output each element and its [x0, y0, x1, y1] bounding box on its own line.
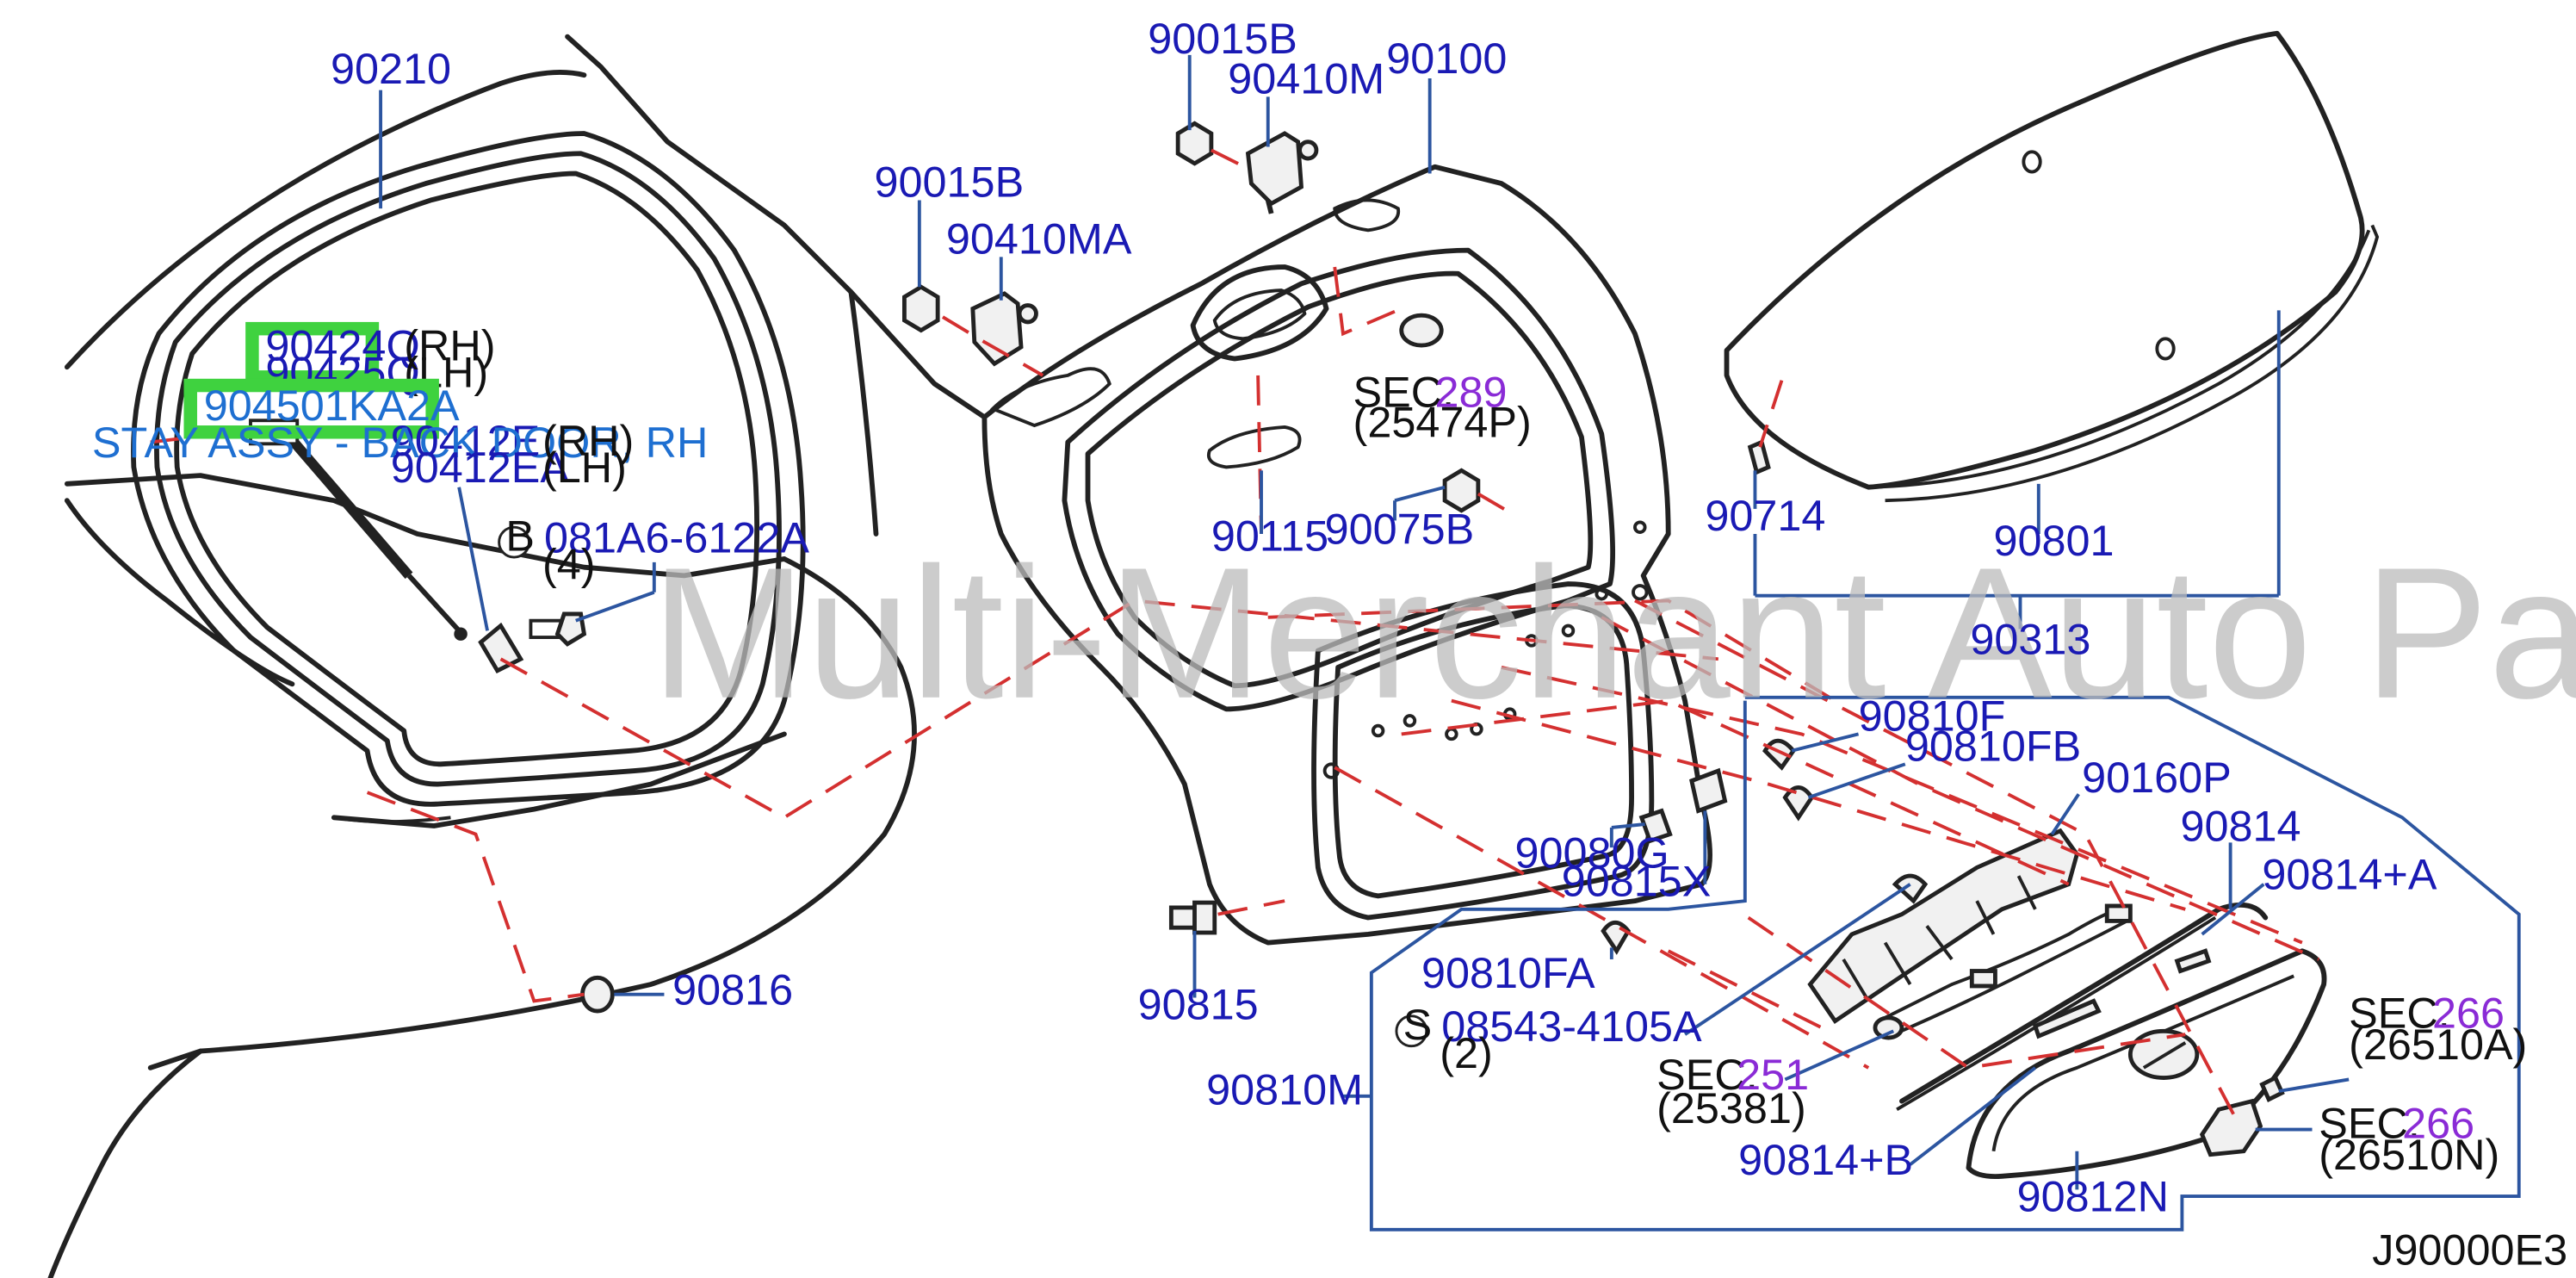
sec-251-word: SEC.: [1656, 1050, 1758, 1099]
label-90424q[interactable]: 90424Q: [265, 320, 419, 369]
garnish-assy-drawing: [1807, 828, 2327, 1180]
bolt-letter: B: [505, 511, 535, 560]
nut-90015b-top[interactable]: [1175, 121, 1214, 166]
label-904501ka2a[interactable]: 904501KA2A: [204, 381, 460, 430]
hinge-90410m[interactable]: [1245, 131, 1319, 214]
label-stay-assy-back-door-rh[interactable]: STAY ASSY - BACK DOOR, RH: [92, 418, 708, 467]
grommet-25474p[interactable]: [1399, 313, 1444, 348]
clip-90810fa[interactable]: [1601, 920, 1632, 955]
nut-90015b-left[interactable]: [901, 284, 940, 333]
label-90814[interactable]: 90814: [2180, 801, 2300, 850]
sec-289-word: SEC.: [1353, 368, 1455, 417]
assembly-dash-lines: [150, 148, 2320, 1119]
label-90815[interactable]: 90815: [1138, 980, 1259, 1029]
label-90210[interactable]: 90210: [331, 44, 451, 93]
sec-266a-word: SEC.: [2349, 988, 2450, 1037]
diagram-code: J90000E3: [2372, 1225, 2567, 1275]
sec-289-number[interactable]: 289: [1434, 368, 1507, 417]
leader-lines: [379, 54, 2521, 1231]
label-90410m[interactable]: 90410M: [1228, 53, 1384, 102]
label-08543-4105a[interactable]: 08543-4105A: [1441, 1002, 1702, 1051]
sec-266b-number[interactable]: 266: [2402, 1098, 2474, 1147]
label-90814b[interactable]: 90814+B: [1738, 1135, 1913, 1184]
screw-qty: (2): [1440, 1028, 1493, 1077]
label-90410ma[interactable]: 90410MA: [946, 214, 1132, 263]
watermark: Multi-Merchant Auto Partstore: [651, 529, 2576, 737]
label-90810fa[interactable]: 90810FA: [1421, 948, 1595, 997]
screw-letter: S: [1403, 1000, 1433, 1049]
label-90814a[interactable]: 90814+A: [2262, 850, 2437, 899]
label-90100[interactable]: 90100: [1386, 34, 1507, 83]
clip-90080g[interactable]: [1638, 808, 1673, 844]
highlight-box-904501ka2a: [183, 378, 439, 439]
sec-251-ref: (25381): [1656, 1083, 1806, 1132]
hinge-90410ma[interactable]: [970, 291, 1038, 367]
label-90080g[interactable]: 90080G: [1514, 828, 1669, 877]
label-90412ea[interactable]: 90412EA: [391, 443, 570, 492]
screw-08543-4105a[interactable]: [1892, 873, 1929, 904]
label-90015b-left[interactable]: 90015B: [875, 158, 1025, 207]
clip-90810f[interactable]: [1762, 738, 1797, 771]
label-90015b-top[interactable]: 90015B: [1148, 14, 1297, 63]
screw-marker-s: [1395, 1014, 1428, 1048]
side-lh-2: (LH): [542, 443, 627, 492]
label-90714[interactable]: 90714: [1705, 491, 1825, 540]
label-90812n[interactable]: 90812N: [2017, 1172, 2169, 1221]
body-opening-drawing: [47, 34, 988, 1278]
label-90816[interactable]: 90816: [672, 965, 793, 1014]
nut-90075b[interactable]: [1442, 468, 1481, 513]
side-rh-2: (RH): [542, 416, 634, 465]
sec-251-number[interactable]: 251: [1737, 1050, 1809, 1099]
door-holes: [1322, 520, 1649, 779]
label-90815x[interactable]: 90815X: [1562, 856, 1712, 905]
label-90313[interactable]: 90313: [1970, 614, 2090, 663]
glass-spacer-90714[interactable]: [1747, 439, 1771, 475]
side-rh: (RH): [404, 320, 495, 369]
label-90810m[interactable]: 90810M: [1206, 1065, 1363, 1114]
label-90160p[interactable]: 90160P: [2082, 753, 2232, 802]
bolt-qty: (4): [542, 539, 596, 588]
sec-266a-ref: (26510A): [2349, 1020, 2527, 1069]
label-90810f[interactable]: 90810F: [1859, 692, 2006, 741]
label-90075b[interactable]: 90075B: [1325, 505, 1475, 554]
bolt-081a6-6122a[interactable]: [529, 611, 587, 647]
sec-266b-ref: (26510N): [2319, 1130, 2499, 1179]
label-90412e[interactable]: 90412E: [391, 416, 541, 465]
pad-90815x[interactable]: [1689, 767, 1728, 814]
label-081a6-6122a[interactable]: 081A6-6122A: [544, 512, 809, 561]
bolt-marker-b: [498, 525, 530, 559]
sec-266b-word: SEC.: [2319, 1098, 2420, 1147]
back-door-glass[interactable]: [1724, 30, 2380, 503]
label-90115[interactable]: 90115: [1211, 511, 1328, 560]
sec-289-ref: (25474P): [1353, 398, 1532, 447]
label-90801[interactable]: 90801: [1993, 516, 2114, 565]
bumper-90815[interactable]: [1168, 900, 1217, 935]
sec-266a-number[interactable]: 266: [2432, 988, 2505, 1037]
label-90810fb[interactable]: 90810FB: [1905, 721, 2081, 770]
highlight-box-90424q: [245, 321, 380, 384]
part-labels: 90210 90015B 90410M 90100 90015B 90410MA…: [92, 14, 2567, 1275]
cap-90816[interactable]: [580, 975, 615, 1014]
stay-assy-back-door-rh[interactable]: [249, 419, 524, 673]
